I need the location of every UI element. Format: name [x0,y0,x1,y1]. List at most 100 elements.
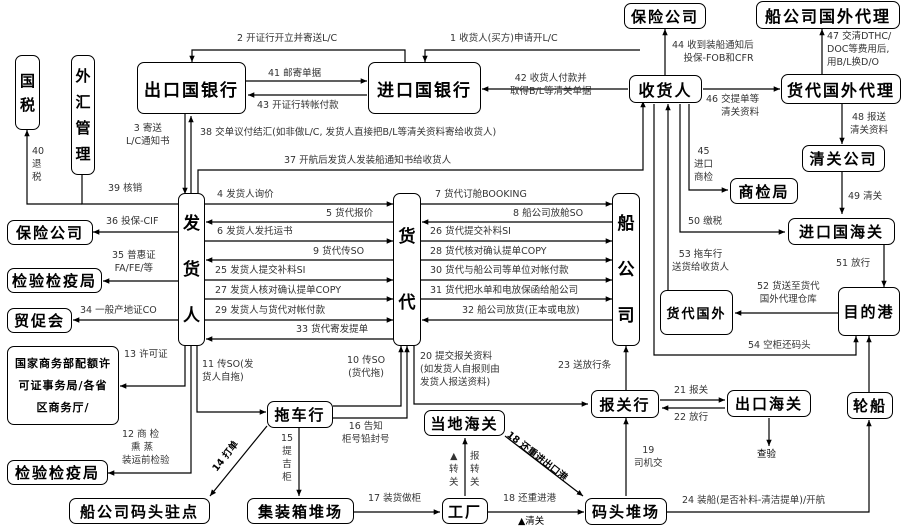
label-step-40: 40 退 税 [32,146,45,183]
label-step-26: 26 货代提交补料SI [430,226,511,237]
shipper-node[interactable]: 发货人 [178,193,205,346]
arrow-step-10 [333,346,404,407]
label-step-24: 24 装船(是否补料-清洁提单)/开航 [682,495,826,506]
import-bank-node[interactable]: 进口国银行 [368,62,481,114]
label-step-25: 25 发货人提交补料SI [215,265,306,276]
label-step-3: 3 寄送 L/C通知书 [126,123,170,147]
label-step-9: 9 货代传SO [313,246,365,257]
label-step-7: 7 货代订舱BOOKING [435,189,527,200]
arrow-step-18b [504,435,584,497]
export-bank-node[interactable]: 出口国银行 [137,62,246,114]
commodity-inspection-node[interactable]: 商检局 [730,178,798,204]
label-step-1: 1 收货人(买方)申请开L/C [450,33,558,44]
export-customs-node[interactable]: 出口海关 [727,390,811,417]
label-inspection: 查验 [757,449,777,460]
label-step-50: 50 缴税 [688,216,723,227]
label-step-46: 46 交提单等 清关资料 [706,94,760,118]
label-step-51: 51 放行 [836,258,871,269]
label-transfer-a: ▲ 转 关 [449,451,459,488]
label-step-33: 33 货代寄发提单 [296,324,369,335]
arrow-step-40 [24,130,82,205]
label-transfer-b: 报 转 关 [470,451,480,488]
arrow-step-45 [688,104,728,193]
arrow-step-37 [197,101,646,194]
label-step-52: 52 货送至货代 国外代理仓库 [757,281,820,305]
arrow-step-2 [189,49,406,62]
arrow-step-12 [108,346,192,476]
shipping-agent-abroad-node[interactable]: 船公司国外代理 [756,1,900,29]
arrow-step-1 [422,49,640,62]
national-tax-node[interactable]: 国税 [15,55,40,130]
shipping-terminal-office-node[interactable]: 船公司码头驻点 [69,498,210,524]
label-step-48: 48 报送 清关资料 [850,112,889,136]
forwarder-node[interactable]: 货代 [393,193,421,346]
insurance-top-node[interactable]: 保险公司 [624,3,706,29]
label-step-45: 45 进口 商检 [694,146,714,183]
label-step-29: 29 发货人与货代对帐付款 [215,305,326,316]
label-step-15: 15 提 吉 柜 [281,433,294,483]
label-step-37: 37 开航后发货人发装船通知书给收货人 [284,155,452,166]
label-step-28: 28 货代核对确认提单COPY [430,246,547,257]
label-step-2: 2 开证行开立并寄送L/C [237,33,338,44]
label-step-22: 22 放行 [674,412,709,423]
label-step-49: 49 清关 [848,191,883,202]
label-step-17: 17 装货做柜 [368,493,422,504]
forwarder-agent-abroad-node[interactable]: 货代国外代理 [781,74,901,104]
arrow-step-13 [120,346,186,389]
arrow-step-50 [679,104,785,235]
forex-admin-node[interactable]: 外汇管理 [71,55,95,175]
label-step-8: 8 船公司放舱SO [513,208,584,219]
label-step-53: 53 拖车行 送货给收货人 [672,249,730,273]
arrow-step-20 [413,346,588,407]
label-step-10: 10 传SO (货代拖) [347,355,386,379]
mofcom-node[interactable]: 国家商务部配额许可证事务局/各省区商务厅/ [7,346,119,425]
label-step-6: 6 发货人发托运书 [217,226,293,237]
label-step-34: 34 一般产地证CO [80,305,157,316]
label-step-42: 42 收货人付款并 取得B/L等清关单据 [510,73,592,97]
import-customs-node[interactable]: 进口国海关 [788,218,895,245]
label-step-5: 5 货代报价 [326,208,374,219]
label-step-11: 11 传SO(发 货人自拖) [202,359,254,383]
customs-broker-import-node[interactable]: 清关公司 [802,145,885,172]
label-step-39: 39 核销 [108,183,143,194]
label-clearance: ▲清关 [518,516,545,527]
label-step-21: 21 报关 [674,385,709,396]
forwarder-abroad-node[interactable]: 货代国外 [660,290,733,335]
inspection-bureau-2-node[interactable]: 检验检疫局 [7,460,108,485]
label-step-36: 36 投保-CIF [106,216,159,227]
label-step-13: 13 许可证 [124,349,168,360]
label-step-47: 47 交清DTHC/ DOC等费用后, 用B/L换D/O [827,31,892,68]
inspection-bureau-1-node[interactable]: 检验检疫局 [7,268,102,293]
arrow-step-14 [209,425,268,497]
label-step-19: 19 司机交 [634,445,663,469]
destination-port-node[interactable]: 目的港 [838,287,900,336]
factory-node[interactable]: 工厂 [442,498,488,524]
arrow-step-24 [667,420,872,513]
trucking-node[interactable]: 拖车行 [267,401,333,428]
ccpit-node[interactable]: 贸促会 [7,308,72,333]
vessel-node[interactable]: 轮船 [847,392,893,419]
label-step-38: 38 交单议付结汇(如非做L/C, 发货人直接把B/L等清关资料寄给收货人) [200,127,497,138]
label-step-44: 44 收到装船通知后 投保-FOB和CFR [672,40,754,64]
container-yard-node[interactable]: 集装箱堆场 [247,498,354,524]
arrow-step-16 [333,346,410,419]
consignee-node[interactable]: 收货人 [629,75,702,103]
label-step-23: 23 送放行条 [558,360,612,371]
label-step-20: 20 提交报关资料 (如发货人自报则由 发货人报送资料) [420,351,500,388]
label-step-54: 54 空柜还码头 [748,340,811,351]
label-step-43: 43 开证行转帐付款 [257,100,339,111]
local-customs-node[interactable]: 当地海关 [424,410,505,436]
customs-broker-node[interactable]: 报关行 [591,390,659,418]
arrow-step-11 [196,346,266,415]
label-step-41: 41 邮寄单据 [268,68,322,79]
label-step-16: 16 告知 柜号铅封号 [342,421,390,445]
shipping-company-node[interactable]: 船公司 [612,193,640,346]
insurance-left-node[interactable]: 保险公司 [7,220,93,245]
terminal-yard-node[interactable]: 码头堆场 [585,498,667,525]
label-step-18: 18 还重进港 [503,493,557,504]
label-step-30: 30 货代与船公司等单位对帐付款 [430,265,569,276]
label-step-27: 27 发货人核对确认提单COPY [215,285,342,296]
label-step-35: 35 普惠证 FA/FE/等 [112,250,156,274]
label-step-31: 31 货代把水单和电放保函给船公司 [430,285,579,296]
